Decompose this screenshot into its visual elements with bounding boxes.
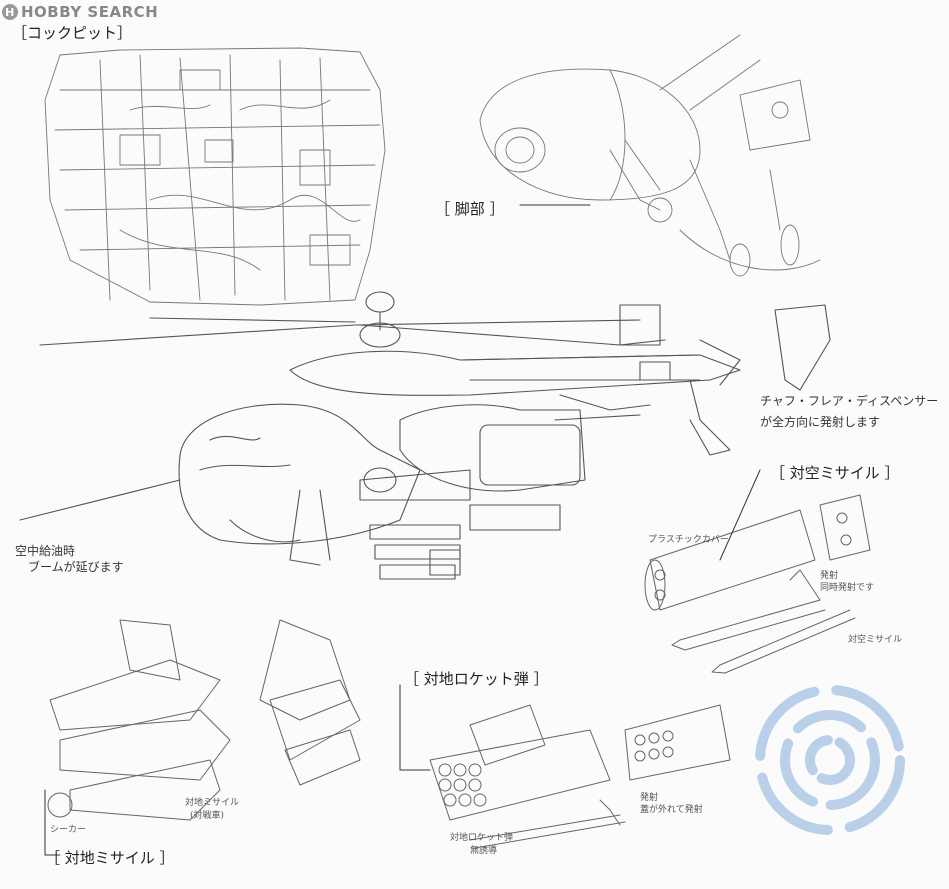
note-rocket-fire: 発射 — [640, 793, 659, 803]
label-aa-missile: ［ 対空ミサイル ］ — [770, 464, 900, 482]
logo-text: HOBBY SEARCH — [21, 3, 159, 21]
note-refuel2: ブームが延びます — [28, 560, 124, 574]
note-rocket: 対地ロケット弾 — [450, 833, 514, 843]
label-ground-rocket: ［ 対地ロケット弾 ］ — [404, 670, 549, 688]
label-cockpit: ［コックピット］ — [12, 24, 133, 42]
watermark-logo — [755, 685, 905, 835]
note-aa-missile: 対空ミサイル — [848, 635, 903, 645]
cockpit-sketch — [44, 47, 386, 306]
landing-gear-sketch — [479, 34, 821, 277]
note-rocket-fire2: 蓋が外れて発射 — [640, 805, 703, 815]
ag-missile-sketch — [47, 619, 361, 821]
logo-mark-icon: H — [2, 4, 18, 20]
note-chaff: チャフ・フレア・ディスペンサー — [760, 394, 939, 408]
note-rocket2: 無誘導 — [470, 846, 498, 856]
leader-lines — [44, 204, 761, 856]
note-aa-fire2: 同時発射です — [820, 583, 875, 593]
note-refuel: 空中給油時 — [15, 544, 76, 558]
helicopter-sketch — [19, 291, 831, 580]
note-seeker: シーカー — [50, 825, 87, 835]
note-aa-fire: 発射 — [820, 571, 839, 581]
label-ag-missile: ［ 対地ミサイル ］ — [45, 849, 175, 867]
note-ag: 対地ミサイル — [185, 798, 240, 808]
hobby-search-logo: H HOBBY SEARCH — [2, 3, 158, 21]
ground-rocket-sketch — [429, 704, 731, 849]
note-ag2: (対戦車) — [190, 811, 225, 821]
note-chaff2: が全方向に発射します — [760, 415, 881, 429]
label-landing-gear: ［ 脚部 ］ — [435, 200, 505, 218]
aa-missile-sketch — [644, 494, 871, 674]
note-plastic-cover: プラスチックカバー — [648, 535, 729, 545]
